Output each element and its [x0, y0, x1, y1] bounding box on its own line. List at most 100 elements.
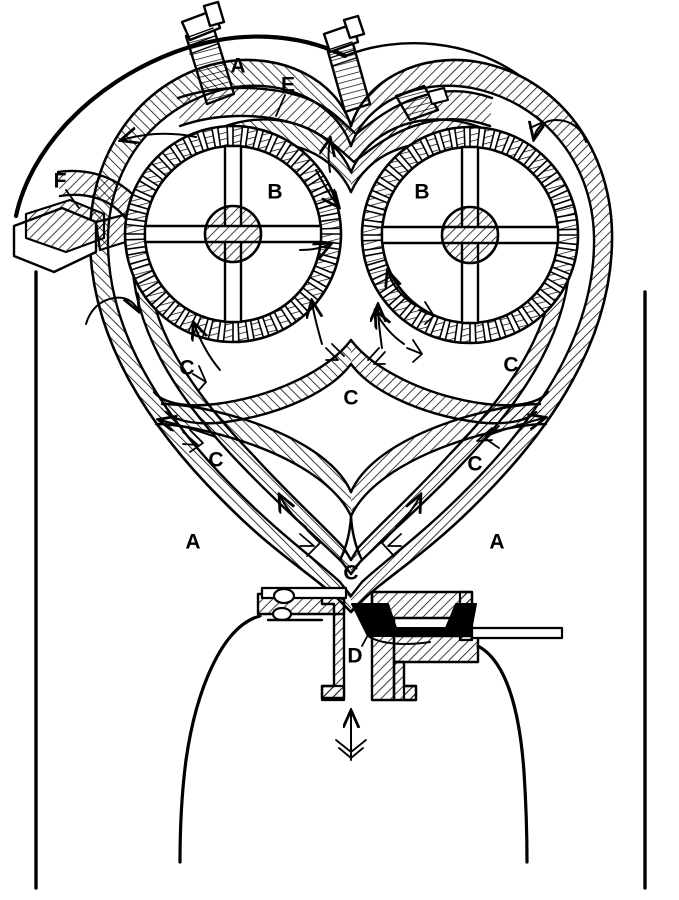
- turbine-blade: [289, 151, 312, 174]
- turbine-blade: [543, 175, 567, 195]
- right-turbine-wheel: [360, 125, 580, 345]
- turbine-blade: [387, 156, 410, 179]
- turbine-blade: [363, 251, 387, 267]
- turbine-blade: [144, 285, 168, 306]
- turbine-blade: [554, 246, 578, 261]
- turbine-blade: [126, 250, 150, 266]
- turbine-blade: [498, 314, 516, 338]
- turbine-blade: [391, 295, 414, 318]
- turbine-blade: [133, 179, 158, 199]
- turbine-blade: [410, 138, 430, 162]
- arrow-feathers: [182, 115, 544, 759]
- label-B-left: B: [267, 181, 282, 204]
- turbine-blade: [469, 126, 481, 149]
- turbine-blade: [365, 194, 389, 212]
- turbine-blade: [201, 127, 217, 151]
- label-C-left-mid: C: [208, 449, 223, 472]
- label-C-right-rim: C: [503, 354, 518, 377]
- label-C-left-rim: C: [179, 357, 194, 380]
- diagram-labels: A E F B B C C C C C A A C D: [54, 55, 519, 668]
- turbine-blade: [298, 162, 322, 183]
- turbine-blade: [549, 189, 573, 207]
- turbine-blade: [268, 134, 288, 159]
- turbine-blade: [361, 224, 384, 236]
- outer-jacket-shell: [13, 34, 522, 219]
- arrow-left-return: [160, 420, 217, 438]
- label-D-valve: D: [347, 645, 362, 668]
- arrow-top-left-out: [122, 134, 197, 140]
- turbine-blade: [553, 203, 577, 219]
- top-partition-web: [176, 84, 494, 164]
- turbine-blade: [398, 146, 419, 170]
- turbine-blade: [207, 318, 222, 342]
- turbine-blade: [403, 303, 424, 327]
- turbine-blade: [279, 142, 300, 166]
- turbine-blade: [530, 291, 553, 314]
- turbine-blade: [362, 209, 386, 224]
- stud-bolt-right[interactable]: [322, 14, 372, 114]
- turbine-blade: [124, 223, 147, 235]
- turbine-blade: [249, 317, 265, 341]
- turbine-blade: [493, 130, 511, 154]
- label-C-throat: C: [343, 562, 358, 585]
- valve-body-assembly: [256, 586, 564, 702]
- arrow-mid-up-right: [378, 306, 382, 349]
- label-A-top: A: [230, 55, 245, 78]
- turbine-blade: [429, 316, 447, 340]
- arrow-left-curl: [85, 298, 138, 325]
- label-B-right: B: [414, 181, 429, 204]
- turbine-blade: [505, 135, 525, 160]
- turbine-blade: [308, 269, 333, 289]
- turbine-blade: [378, 168, 402, 189]
- turbine-blade: [438, 128, 454, 152]
- turbine-blade: [256, 129, 274, 153]
- turbine-blade: [136, 274, 160, 294]
- label-A-left: A: [185, 531, 200, 554]
- turbine-blade: [526, 152, 549, 175]
- arrow-throat-right: [395, 496, 420, 528]
- left-turbine-wheel: [123, 124, 343, 344]
- turbine-blade: [222, 320, 234, 343]
- label-C-center: C: [343, 387, 358, 410]
- turbine-blade: [486, 318, 502, 342]
- left-inlet-manifold: [12, 169, 152, 274]
- turbine-blade: [424, 132, 442, 156]
- turbine-blade: [130, 262, 154, 280]
- turbine-blade: [161, 145, 182, 169]
- base-skirt-curves: [178, 614, 529, 864]
- turbine-blade: [232, 125, 244, 148]
- arrow-left-wheel-up: [315, 169, 338, 206]
- arrow-throat-left: [280, 496, 307, 528]
- leader-line-E: [275, 94, 286, 117]
- turbine-blade: [538, 281, 562, 302]
- turbine-blade: [261, 313, 279, 337]
- turbine-blade: [481, 127, 496, 151]
- turbine-blade: [244, 126, 259, 150]
- leader-line-D: [361, 619, 377, 647]
- turbine-blade: [516, 143, 537, 167]
- turbine-blade: [545, 270, 570, 290]
- turbine-blade: [521, 300, 542, 324]
- inlet-valve-disc: [351, 603, 477, 637]
- turbine-blade: [128, 193, 152, 211]
- leader-line-F: [65, 189, 80, 209]
- stud-bolt-left[interactable]: [180, 0, 236, 106]
- label-F-left: F: [54, 170, 67, 193]
- turbine-blade: [556, 234, 579, 246]
- turbine-blade: [273, 307, 293, 331]
- turbine-blade: [319, 233, 342, 245]
- turbine-blade: [370, 180, 395, 200]
- label-E-top: E: [281, 74, 295, 97]
- turbine-blade: [187, 131, 205, 155]
- turbine-blade: [150, 155, 173, 178]
- label-C-right-mid: C: [467, 453, 482, 476]
- turbine-blade: [154, 294, 177, 317]
- label-A-right: A: [489, 531, 504, 554]
- turbine-blade: [510, 308, 530, 332]
- turbine-blade: [314, 257, 338, 275]
- leader-lines: [65, 94, 377, 647]
- turbine-blade: [535, 163, 559, 184]
- turbine-blade: [284, 299, 305, 323]
